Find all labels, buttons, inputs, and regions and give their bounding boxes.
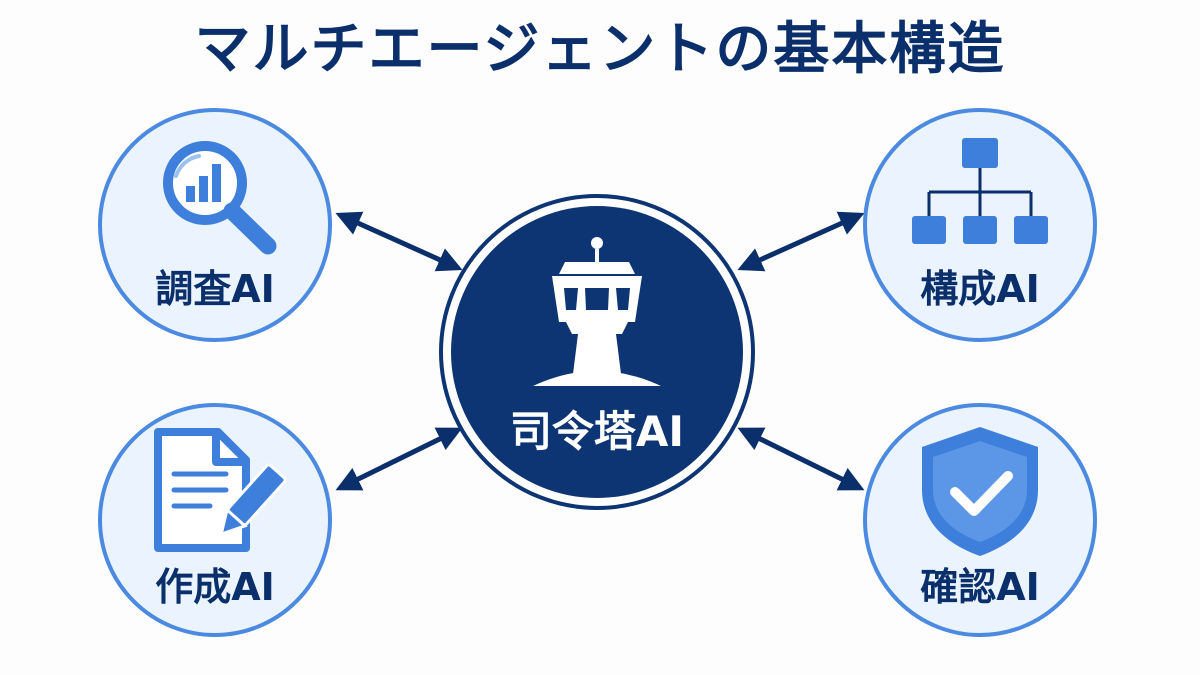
hierarchy-icon bbox=[912, 138, 1048, 244]
arrow-hub-research bbox=[335, 211, 463, 272]
agent-label-verify: 確認AI bbox=[920, 565, 1040, 609]
magnifier-chart-icon bbox=[163, 141, 277, 255]
arrow-hub-verify bbox=[737, 427, 865, 491]
arrow-hub-create bbox=[335, 427, 463, 491]
agent-node-structure: 構成AI bbox=[863, 108, 1097, 342]
agent-label-research: 調査AI bbox=[155, 267, 275, 311]
agent-node-verify: 確認AI bbox=[863, 403, 1097, 637]
control-tower-icon bbox=[533, 237, 661, 386]
hub-label: 司令塔AI bbox=[510, 407, 684, 456]
shield-check-icon bbox=[922, 427, 1038, 556]
document-pencil-icon bbox=[154, 428, 287, 552]
arrow-hub-structure bbox=[737, 211, 865, 272]
connectors bbox=[335, 211, 865, 491]
agent-node-research: 調査AI bbox=[98, 108, 332, 342]
page-title: マルチエージェントの基本構造 bbox=[195, 17, 1006, 82]
agent-node-create: 作成AI bbox=[98, 403, 332, 637]
agent-label-create: 作成AI bbox=[155, 565, 275, 609]
hub-node: 司令塔AI bbox=[439, 194, 755, 510]
agent-label-structure: 構成AI bbox=[920, 267, 1040, 311]
